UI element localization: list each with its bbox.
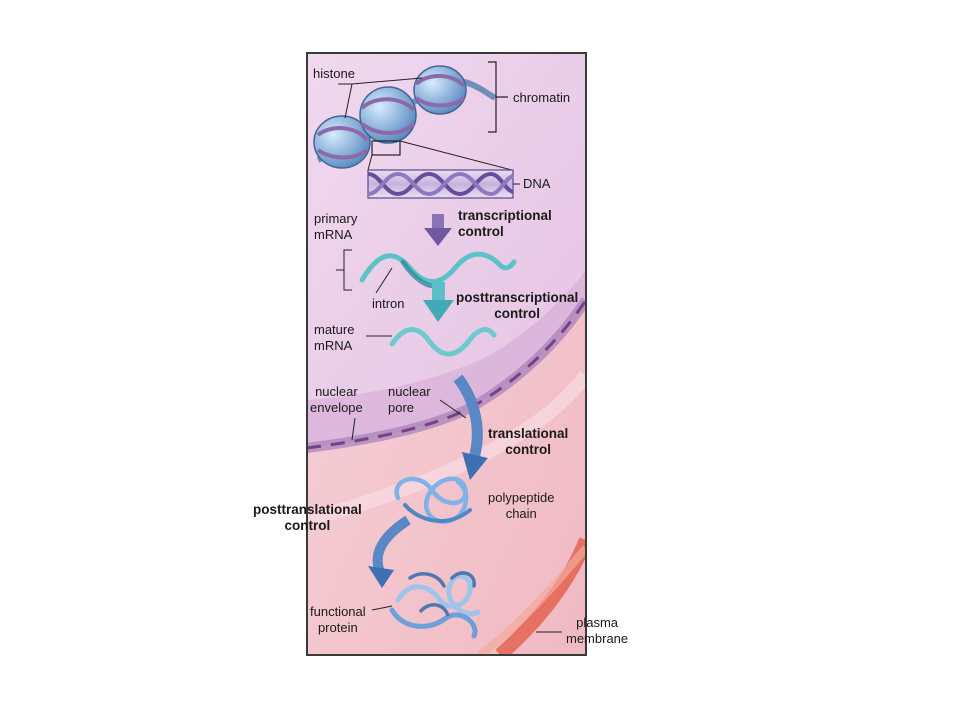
transcription-arrow [424,214,452,246]
label-dna: DNA [523,176,551,191]
label-posttranslational-control: posttranslational control [253,502,362,533]
polypeptide-chain [394,476,472,524]
primary-mrna-bracket [336,249,352,291]
label-mature-mrna: mature mRNA [314,322,355,353]
label-nuclear-envelope: nuclear envelope [310,384,363,415]
zoom-box [371,140,401,156]
nucleosome-3 [413,65,467,115]
label-polypeptide-chain: polypeptide chain [488,490,555,521]
label-functional-protein: functional protein [310,604,366,635]
functional-protein [389,571,481,639]
functional-protein-leader [371,605,393,611]
label-chromatin: chromatin [513,90,571,105]
nucleosome-2 [359,86,417,144]
label-posttranscriptional-control: posttranscriptional control [456,290,579,321]
intron-leader [375,267,393,294]
translation-arrow [453,374,488,480]
label-plasma-membrane: plasma membrane [566,615,629,646]
nuclear-envelope-leader [351,417,356,441]
label-nuclear-pore: nuclear pore [388,384,431,415]
nucleosome-1 [313,115,371,169]
label-translational-control: translational control [488,426,569,457]
label-transcriptional-control: transcriptional control [458,208,552,239]
nuclear-pore-leader [439,399,467,419]
chromatin-bracket [488,61,508,133]
posttranslational-arrow [368,515,411,588]
dna-helix [367,169,520,199]
label-intron: intron [372,296,405,311]
panel-frame [306,52,587,656]
label-histone: histone [313,66,355,81]
mature-mrna-strand [389,327,497,357]
label-primary-mrna: primary mRNA [314,211,358,242]
chromatin-fiber [313,65,497,169]
posttranscriptional-arrow [423,282,454,322]
